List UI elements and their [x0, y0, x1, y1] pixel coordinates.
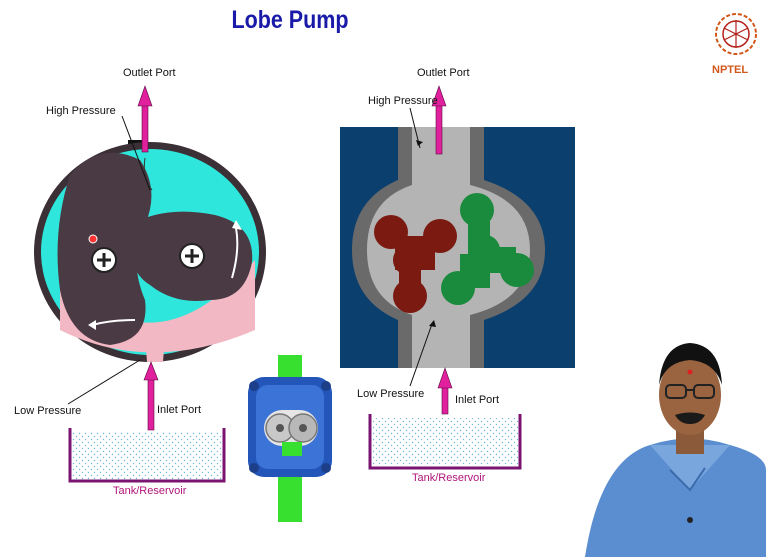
right-low-pressure-label: Low Pressure: [357, 388, 424, 400]
left-tank-label: Tank/Reservoir: [113, 485, 186, 497]
right-outlet-port-label: Outlet Port: [417, 67, 470, 79]
pump-3d-illustration: [248, 355, 332, 522]
right-pump-schematic: [340, 127, 575, 368]
left-tank: [70, 428, 224, 481]
right-tank-label: Tank/Reservoir: [412, 472, 485, 484]
right-inlet-arrow-icon: [438, 368, 452, 414]
right-high-pressure-label: High Pressure: [368, 95, 438, 107]
left-low-pressure-label: Low Pressure: [14, 405, 81, 417]
left-outlet-port-label: Outlet Port: [123, 67, 176, 79]
low-pressure-pointer: [68, 360, 140, 404]
nptel-logo-text: NPTEL: [712, 64, 748, 76]
presenter-image: [585, 343, 766, 557]
left-inlet-port-label: Inlet Port: [157, 404, 201, 416]
left-high-pressure-label: High Pressure: [46, 105, 116, 117]
right-inlet-port-label: Inlet Port: [455, 394, 499, 406]
right-tank: [370, 414, 520, 468]
left-inlet-arrow-icon: [144, 362, 158, 430]
left-pump-cross-section: [34, 140, 266, 362]
nptel-logo-icon: [716, 14, 756, 54]
